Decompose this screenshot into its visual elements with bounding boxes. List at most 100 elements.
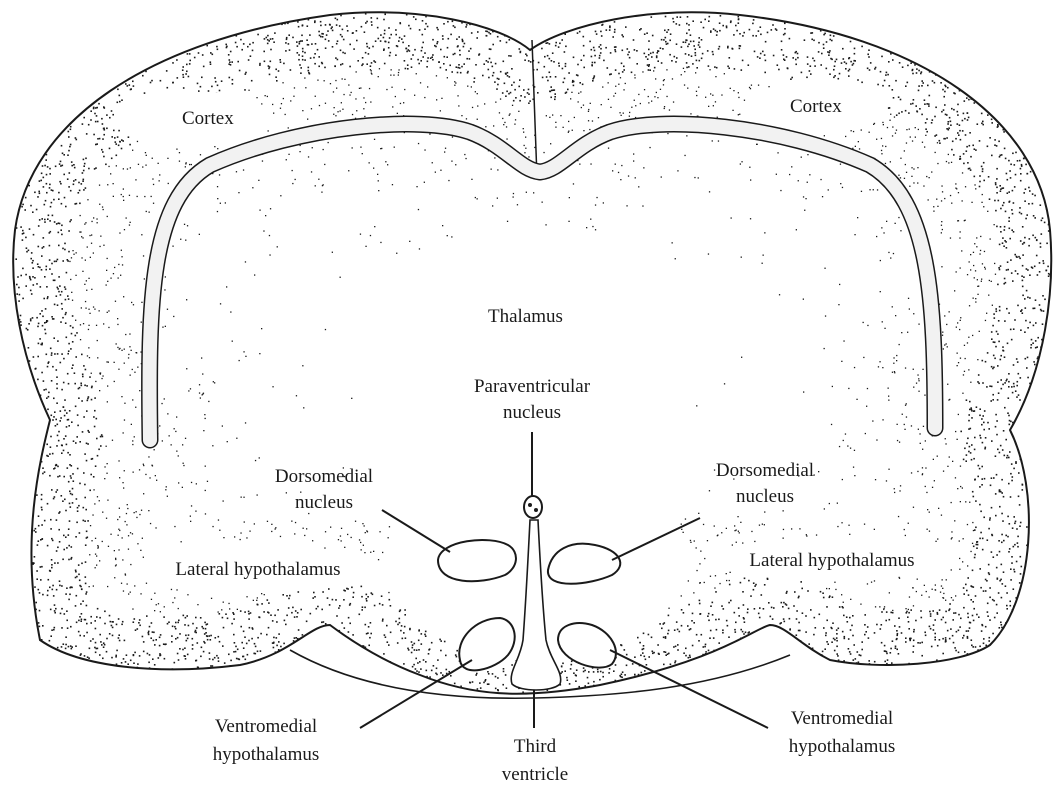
- stipple-dot: [82, 431, 84, 433]
- stipple-dot: [187, 225, 188, 226]
- stipple-dot: [378, 38, 380, 40]
- stipple-dot: [644, 89, 645, 90]
- stipple-dot: [758, 85, 759, 86]
- stipple-dot: [850, 41, 852, 43]
- stipple-dot: [772, 24, 774, 26]
- stipple-dot: [724, 383, 725, 384]
- stipple-dot: [99, 617, 101, 619]
- stipple-dot: [973, 265, 974, 266]
- stipple-dot: [1026, 367, 1028, 369]
- stipple-dot: [842, 479, 843, 480]
- stipple-dot: [888, 400, 889, 401]
- stipple-dot: [783, 529, 784, 530]
- stipple-dot: [282, 82, 283, 83]
- stipple-dot: [913, 640, 915, 642]
- stipple-dot: [339, 25, 341, 27]
- stipple-dot: [365, 22, 367, 24]
- stipple-dot: [107, 500, 108, 501]
- stipple-dot: [102, 138, 104, 140]
- stipple-dot: [418, 649, 420, 651]
- stipple-dot: [966, 630, 968, 632]
- stipple-dot: [46, 444, 48, 446]
- stipple-dot: [464, 154, 465, 155]
- stipple-dot: [959, 569, 960, 570]
- stipple-dot: [796, 229, 797, 230]
- stipple-dot: [989, 280, 990, 281]
- stipple-dot: [28, 250, 30, 252]
- stipple-dot: [414, 649, 416, 651]
- stipple-dot: [97, 496, 98, 497]
- stipple-dot: [40, 286, 42, 288]
- stipple-dot: [260, 633, 262, 635]
- stipple-dot: [335, 18, 337, 20]
- stipple-dot: [908, 609, 909, 610]
- stipple-dot: [1002, 237, 1004, 239]
- stipple-dot: [971, 639, 973, 641]
- stipple-dot: [36, 578, 38, 580]
- stipple-dot: [814, 60, 816, 62]
- stipple-dot: [70, 325, 72, 327]
- stipple-dot: [80, 339, 81, 340]
- stipple-dot: [365, 624, 367, 626]
- stipple-dot: [30, 279, 32, 281]
- stipple-dot: [214, 657, 216, 659]
- stipple-dot: [991, 534, 993, 536]
- stipple-dot: [754, 51, 756, 53]
- stipple-dot: [229, 59, 231, 61]
- stipple-dot: [970, 407, 972, 409]
- stipple-dot: [664, 30, 666, 32]
- stipple-dot: [830, 35, 832, 37]
- stipple-dot: [583, 671, 585, 673]
- stipple-dot: [985, 645, 987, 647]
- stipple-dot: [594, 50, 596, 52]
- stipple-dot: [824, 348, 825, 349]
- stipple-dot: [398, 69, 399, 70]
- stipple-dot: [991, 281, 992, 282]
- stipple-dot: [895, 315, 896, 316]
- stipple-dot: [85, 222, 86, 223]
- stipple-dot: [754, 541, 755, 542]
- stipple-dot: [444, 151, 445, 152]
- stipple-dot: [1024, 331, 1026, 333]
- stipple-dot: [73, 254, 74, 255]
- stipple-dot: [148, 662, 150, 664]
- stipple-dot: [64, 243, 66, 245]
- stipple-dot: [317, 80, 318, 81]
- stipple-dot: [990, 238, 991, 239]
- stipple-dot: [651, 56, 653, 58]
- stipple-dot: [645, 659, 647, 661]
- stipple-dot: [583, 55, 585, 57]
- stipple-dot: [1006, 247, 1008, 249]
- stipple-dot: [829, 503, 830, 504]
- stipple-dot: [220, 303, 221, 304]
- stipple-dot: [750, 595, 752, 597]
- stipple-dot: [75, 179, 77, 181]
- stipple-dot: [60, 613, 62, 615]
- label-thalamus: Thalamus: [488, 306, 563, 327]
- stipple-dot: [41, 218, 43, 220]
- stipple-dot: [555, 45, 557, 47]
- stipple-dot: [841, 522, 842, 523]
- stipple-dot: [931, 646, 933, 648]
- stipple-dot: [650, 53, 652, 55]
- stipple-dot: [333, 91, 334, 92]
- stipple-dot: [251, 638, 253, 640]
- stipple-dot: [148, 456, 149, 457]
- stipple-dot: [941, 200, 942, 201]
- stipple-dot: [450, 34, 452, 36]
- stipple-dot: [629, 112, 630, 113]
- stipple-dot: [941, 619, 943, 621]
- stipple-dot: [300, 145, 301, 146]
- stipple-dot: [49, 184, 51, 186]
- stipple-dot: [80, 324, 81, 325]
- stipple-dot: [185, 438, 186, 439]
- stipple-dot: [898, 175, 899, 176]
- stipple-dot: [890, 257, 891, 258]
- stipple-dot: [93, 306, 94, 307]
- stipple-dot: [710, 630, 712, 632]
- stipple-dot: [127, 508, 128, 509]
- stipple-dot: [730, 20, 732, 22]
- stipple-dot: [46, 174, 48, 176]
- stipple-dot: [284, 23, 286, 25]
- stipple-dot: [819, 614, 821, 616]
